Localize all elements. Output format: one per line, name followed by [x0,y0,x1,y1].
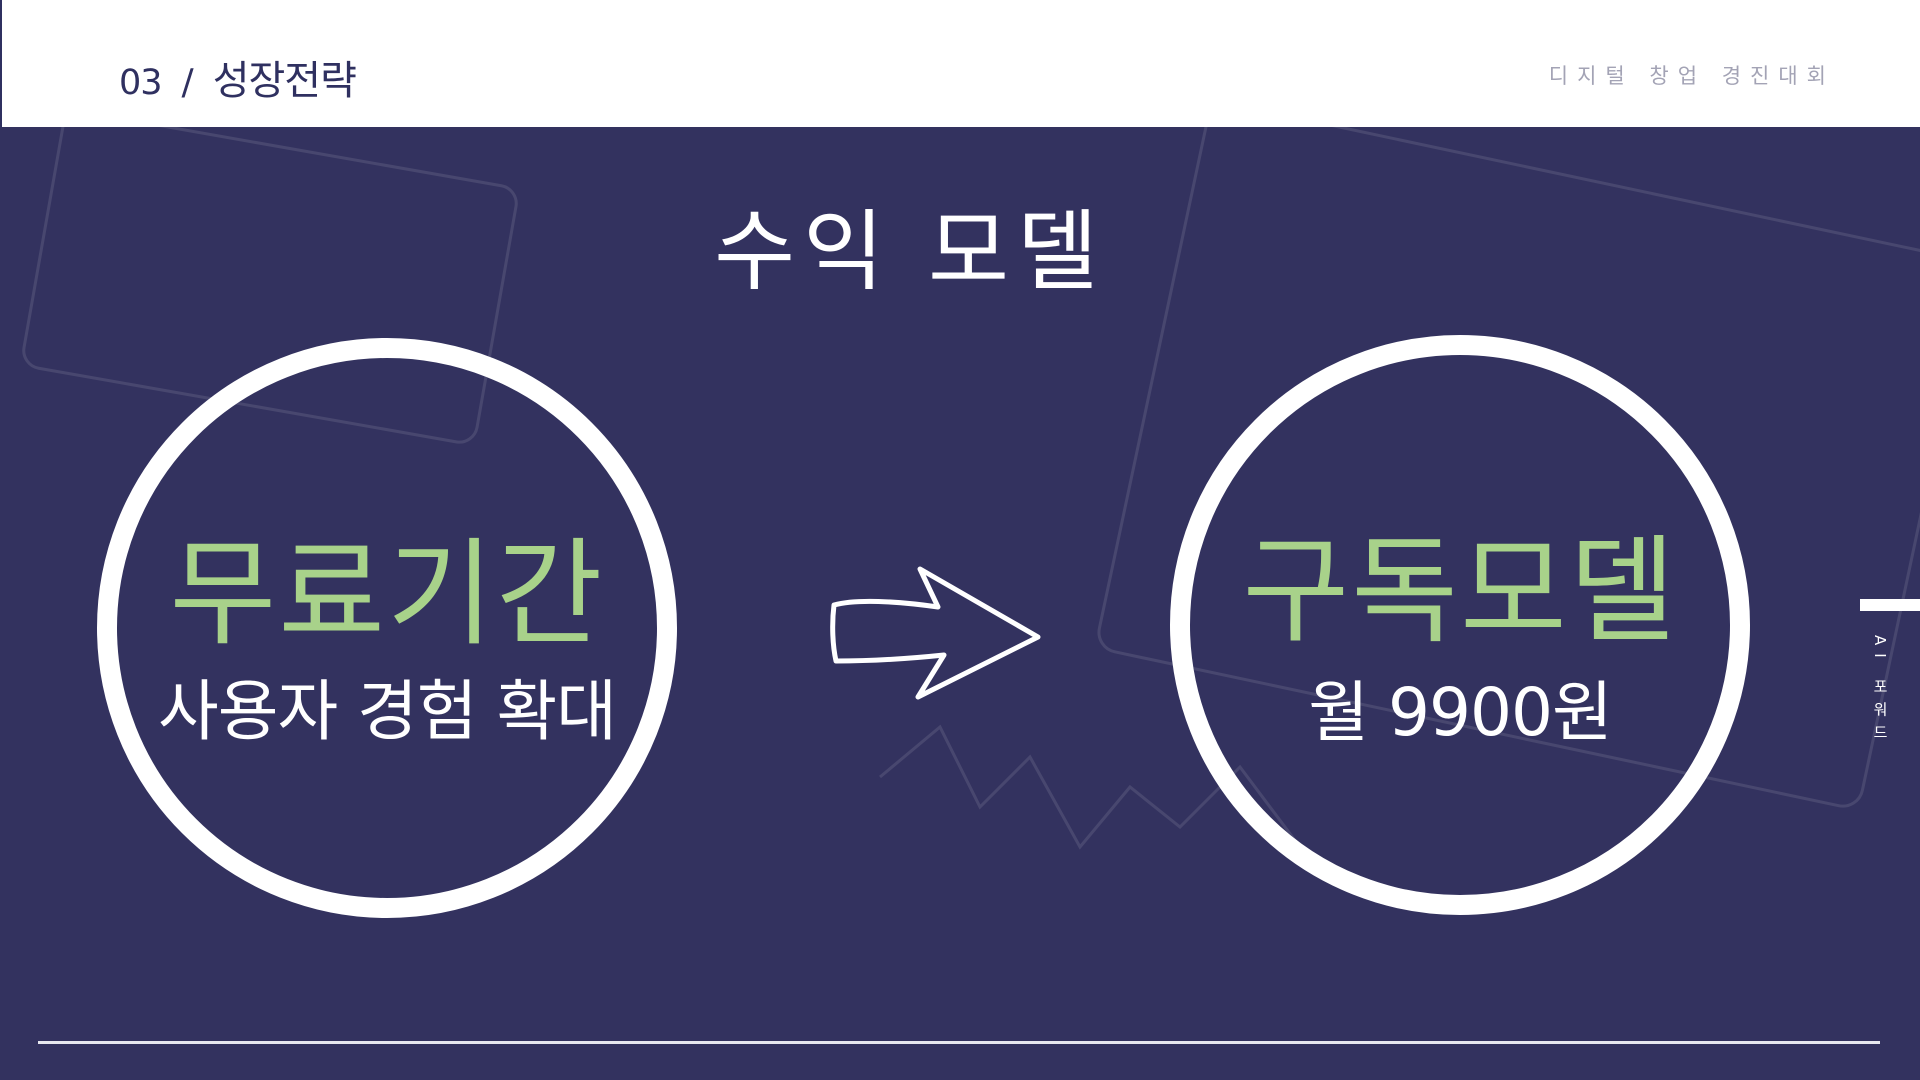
subscription-price: 월 9900원 [1308,674,1612,751]
slide-header: 03 / 성장전략 디지털 창업 경진대회 [0,0,1920,127]
side-label: AI 포워드 [1871,635,1889,748]
side-tab-marker [1860,599,1920,611]
slide-title: 수익 모델 [714,200,1106,303]
footer-divider [38,1041,1880,1044]
free-period-subtext: 사용자 경험 확대 [158,673,617,750]
free-period-heading: 무료기간 [169,527,605,662]
event-name: 디지털 창업 경진대회 [1548,64,1835,88]
free-period-circle: 무료기간 사용자 경험 확대 [97,338,677,918]
breadcrumb-separator: / [181,62,194,103]
arrow-right-icon [830,566,1041,700]
subscription-heading: 구독모델 [1242,524,1678,659]
slide-body: 수익 모델 무료기간 사용자 경험 확대 구독모델 월 9900원 AI 포워드 [0,127,1920,1080]
subscription-circle: 구독모델 월 9900원 [1170,335,1750,915]
breadcrumb: 03 / 성장전략 [119,48,357,106]
section-title: 성장전략 [212,58,357,104]
section-number: 03 [119,63,163,103]
